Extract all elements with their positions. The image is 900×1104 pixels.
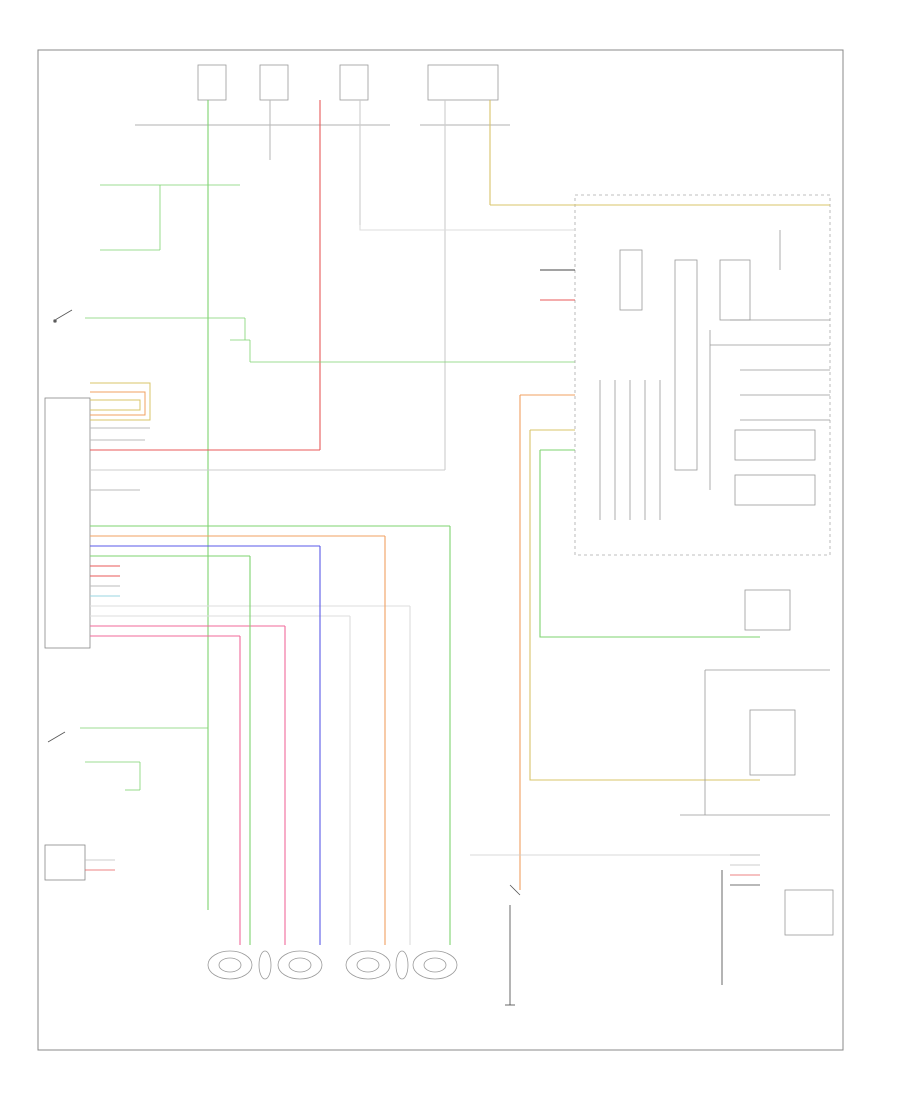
diagram-border: [37, 49, 844, 1051]
abs-module-box: [574, 194, 831, 556]
lower-left-switch-group: [44, 727, 208, 881]
ecm-pin-wires: [90, 382, 450, 637]
wheel-sensor-rear-right: [412, 950, 458, 980]
abs-internal: [599, 230, 830, 520]
wheel-sensor-group: [207, 950, 458, 980]
abs-input-wires: [359, 204, 830, 890]
wheel-sensor-front-right: [207, 950, 253, 980]
wheel-sensor-rear-left: [345, 950, 391, 980]
bottom-ground-group: [505, 884, 521, 1006]
ecm-module: [44, 397, 91, 649]
wheel-sensor-front-left: [277, 950, 323, 980]
power-feed-wires: [207, 100, 491, 910]
left-switch-group: [53, 184, 575, 363]
power-supply-group: [135, 64, 510, 126]
sensor-feed-wires: [239, 526, 451, 945]
right-lower-group: [470, 589, 834, 985]
